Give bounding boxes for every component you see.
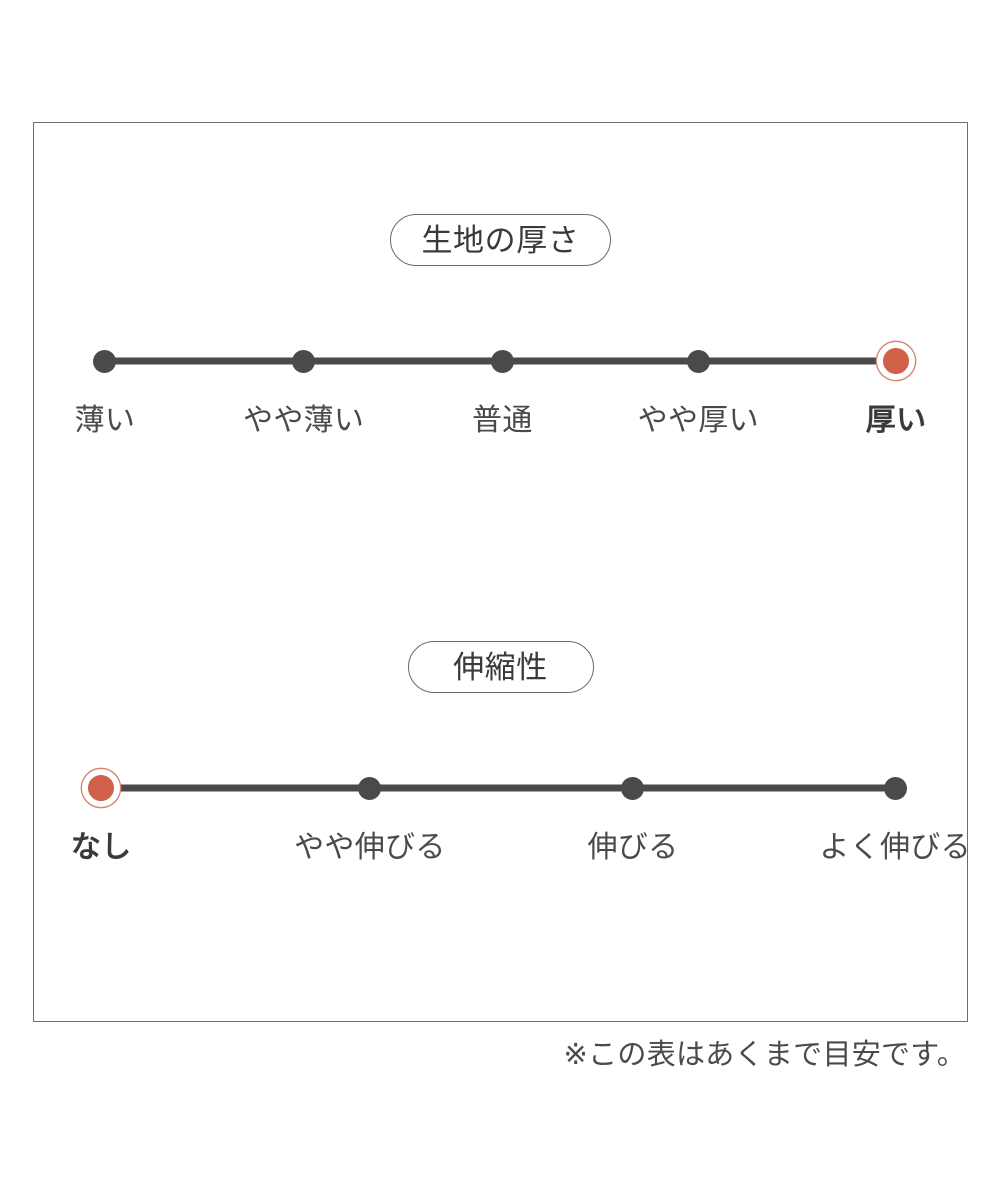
scale-label: なし	[70, 831, 132, 864]
section-badge-fabric-thickness: 生地の厚さ	[390, 214, 611, 266]
scale-dot[interactable]	[490, 349, 514, 373]
scale-track-fabric-thickness[interactable]	[34, 332, 967, 390]
scale-label: 普通	[472, 404, 533, 437]
scale-track-stretch[interactable]	[34, 759, 967, 817]
spec-card: 生地の厚さ 薄い やや薄い 普通 やや厚い 厚い 伸縮性 なし やや伸びる 伸びる よく伸びる	[33, 122, 971, 1022]
scale-label: やや薄い	[243, 404, 365, 437]
spec-section-stretch: 伸縮性 なし やや伸びる 伸びる よく伸びる	[34, 641, 971, 879]
badge-row: 生地の厚さ	[34, 214, 967, 266]
scale-label: 伸びる	[587, 831, 679, 864]
badge-row: 伸縮性	[34, 641, 967, 693]
scale-dot[interactable]	[621, 776, 645, 800]
scale-dot[interactable]	[93, 349, 117, 373]
spec-section-fabric-thickness: 生地の厚さ 薄い やや薄い 普通 やや厚い 厚い	[34, 214, 967, 452]
scale-label: 薄い	[74, 404, 136, 437]
scale-label: よく伸びる	[819, 831, 971, 864]
scale-dot-selected[interactable]	[82, 769, 121, 807]
scale-label: 厚い	[865, 404, 927, 437]
scale-dot[interactable]	[883, 776, 907, 800]
footnote-disclaimer: ※この表はあくまで目安です。	[563, 1039, 966, 1071]
scale-labels-fabric-thickness: 薄い やや薄い 普通 やや厚い 厚い	[34, 404, 967, 452]
section-badge-stretch: 伸縮性	[407, 641, 594, 693]
scale-dot-selected[interactable]	[877, 342, 916, 380]
track-line	[101, 784, 895, 792]
scale-dot[interactable]	[686, 349, 710, 373]
scale-label: やや伸びる	[294, 831, 446, 864]
scale-label: やや厚い	[637, 404, 759, 437]
scale-labels-stretch: なし やや伸びる 伸びる よく伸びる	[34, 831, 971, 879]
scale-dot[interactable]	[358, 776, 382, 800]
scale-dot[interactable]	[292, 349, 316, 373]
